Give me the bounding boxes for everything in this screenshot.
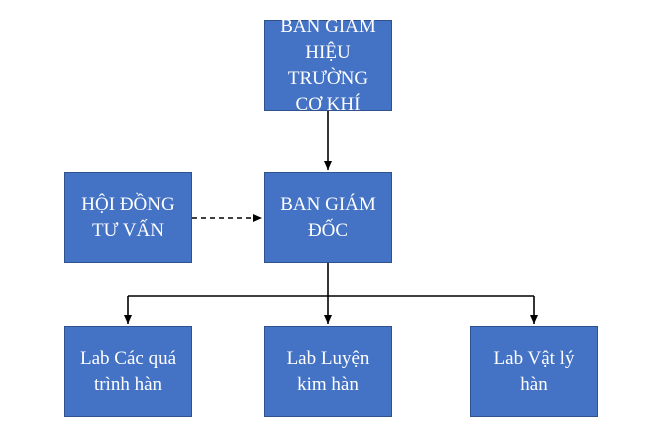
- node-lab-welding-processes: Lab Các quá trình hàn: [64, 326, 192, 417]
- node-directors-board: BAN GIÁM ĐỐC: [264, 172, 392, 263]
- node-directors-board-label: BAN GIÁM ĐỐC: [280, 193, 376, 241]
- node-school-board-label: BAN GIÁM HIỆU TRƯỜNG CƠ KHÍ: [280, 15, 376, 115]
- node-school-board: BAN GIÁM HIỆU TRƯỜNG CƠ KHÍ: [264, 16, 392, 115]
- node-lab-welding-metallurgy-label: Lab Luyện kim hàn: [286, 347, 370, 395]
- node-lab-welding-physics: Lab Vật lý hàn: [470, 326, 598, 417]
- node-advisory-council: HỘI ĐỒNG TƯ VẤN: [64, 172, 192, 263]
- node-lab-welding-metallurgy: Lab Luyện kim hàn: [264, 326, 392, 417]
- node-lab-welding-processes-label: Lab Các quá trình hàn: [79, 347, 176, 395]
- node-lab-welding-physics-label: Lab Vật lý hàn: [493, 347, 575, 395]
- node-advisory-council-label: HỘI ĐỒNG TƯ VẤN: [81, 193, 175, 241]
